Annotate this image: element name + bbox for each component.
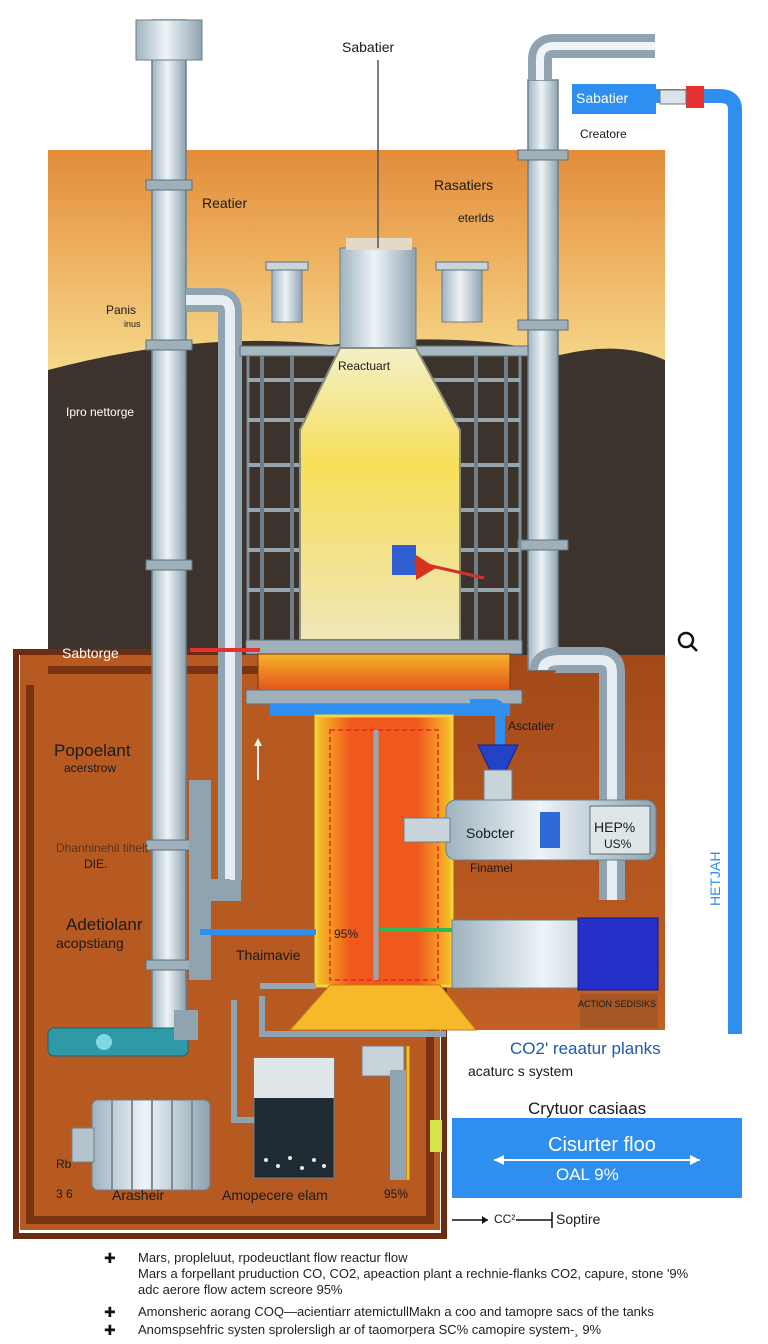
hep-sub-label: US% xyxy=(604,837,632,851)
co2-title: CO2' reaatur planks xyxy=(510,1039,661,1058)
reactor-top xyxy=(339,247,417,349)
caption-line-1: Mars, propleluut, rpodeuctlant flow reac… xyxy=(138,1250,408,1265)
sabatier-right-label: Sabatier xyxy=(576,90,629,106)
eterlds-label: eterlds xyxy=(458,211,495,225)
pct-95-label: 95% xyxy=(334,927,359,941)
circuit-label: Cisurter floo xyxy=(548,1134,656,1156)
sabatier-tag xyxy=(572,84,656,114)
left-riser-pipe xyxy=(151,19,187,1041)
thaimavie-label: Thaimavie xyxy=(236,947,301,963)
right-vertical-label: HETJAH xyxy=(707,851,723,906)
sobcter-label: Sobcter xyxy=(466,825,515,841)
popoelant-label: Popoelant xyxy=(54,741,131,760)
hep-label: HEP% xyxy=(594,819,636,835)
bullet-3: ✚ xyxy=(104,1322,116,1338)
left-blur-label: Dhanhinehil tihelt xyxy=(56,841,149,855)
caption-line-5: Anomspsehfric systen sprolersligh ar of … xyxy=(138,1322,602,1337)
co2-subtitle: acaturc s system xyxy=(468,1063,574,1079)
reactuart-label: Reactuart xyxy=(338,359,391,373)
legend-arrow-end: Soptire xyxy=(556,1211,601,1227)
arasheir-label: Arasheir xyxy=(112,1187,165,1203)
heating-column xyxy=(314,714,454,988)
caption-line-4: Amonsheric aorang COQ—acientiarr atemict… xyxy=(138,1304,654,1319)
panis-label: Panis xyxy=(106,303,137,317)
pro-nettorge-label: Ipro nettorge xyxy=(66,405,135,419)
cryo-title: Crytuor casiaas xyxy=(528,1099,647,1118)
right-riser-pipe xyxy=(527,79,559,671)
caption-line-3: adc aerore flow actem screore 95% xyxy=(138,1282,343,1297)
asctatier-label: Asctatier xyxy=(508,719,555,733)
oal-label: OAL 9% xyxy=(556,1165,619,1184)
caption-line-2: Mars a forpellant pruduction CO, CO2, ap… xyxy=(138,1266,689,1281)
circuit-box xyxy=(452,1118,742,1198)
acerstow-label: acerstrow xyxy=(64,761,117,775)
reatier-label: Reatier xyxy=(202,195,248,211)
crossore-label: Creatore xyxy=(580,127,627,141)
s6-label: 3 6 xyxy=(56,1187,73,1201)
bullet-2: ✚ xyxy=(104,1304,116,1320)
rasatiers-label: Rasatiers xyxy=(434,177,494,193)
acopstiang-label: acopstiang xyxy=(56,935,124,951)
amopecere-label: Amopecere elam xyxy=(222,1187,328,1203)
blue-return-pipe xyxy=(452,89,742,1077)
sabtorge-label: Sabtorge xyxy=(62,645,119,661)
top-title: Sabatier xyxy=(342,39,395,55)
rb-label: Rb xyxy=(56,1157,72,1171)
finamel-label: Finamel xyxy=(470,861,513,875)
pct-95b-label: 95% xyxy=(384,1187,409,1201)
legend-arrow-label: CC² xyxy=(494,1212,516,1226)
panis-sub-label: inus xyxy=(124,319,141,329)
left-die-label: DIE. xyxy=(84,857,108,871)
small-blur-label: ACTION SEDISIKS xyxy=(578,999,657,1009)
bullet-1: ✚ xyxy=(104,1250,116,1266)
adetiolanr-label: Adetiolanr xyxy=(66,915,143,934)
reactor-vessel xyxy=(299,347,461,641)
